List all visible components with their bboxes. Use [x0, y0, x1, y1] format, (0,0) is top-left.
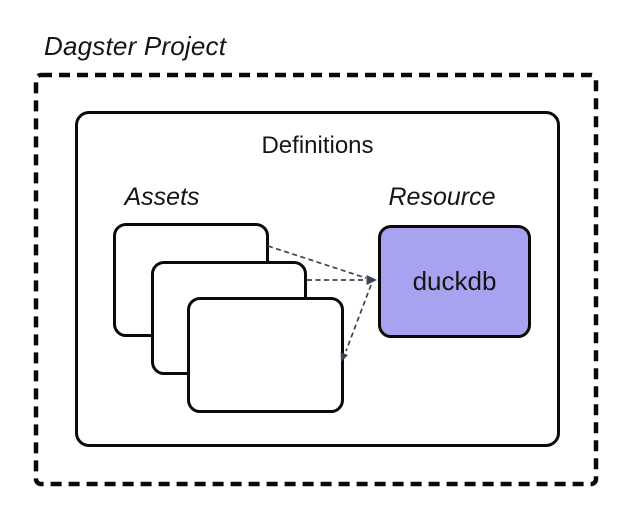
definitions-label: Definitions: [261, 132, 374, 159]
assets-label: Assets: [124, 183, 200, 211]
project-title: Dagster Project: [44, 31, 227, 61]
resource-box-duckdb: duckdb: [378, 225, 531, 338]
resource-label: Resource: [388, 183, 496, 211]
asset-card-3: [187, 297, 344, 413]
resource-name: duckdb: [412, 266, 497, 296]
